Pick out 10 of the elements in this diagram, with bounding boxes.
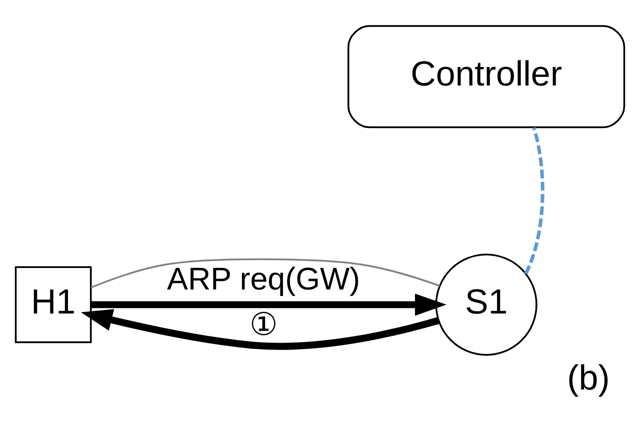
node-box: Controller: [348, 24, 626, 128]
connector: [90, 258, 440, 288]
arrow: [80, 308, 440, 350]
edge-label: ①: [250, 306, 278, 342]
node-box: H1: [14, 266, 92, 343]
edge-label: ARP req(GW): [167, 261, 360, 296]
node-circle: S1: [435, 253, 538, 356]
caption: (b): [567, 358, 610, 398]
connector: [524, 126, 544, 274]
arrow: [90, 293, 446, 316]
